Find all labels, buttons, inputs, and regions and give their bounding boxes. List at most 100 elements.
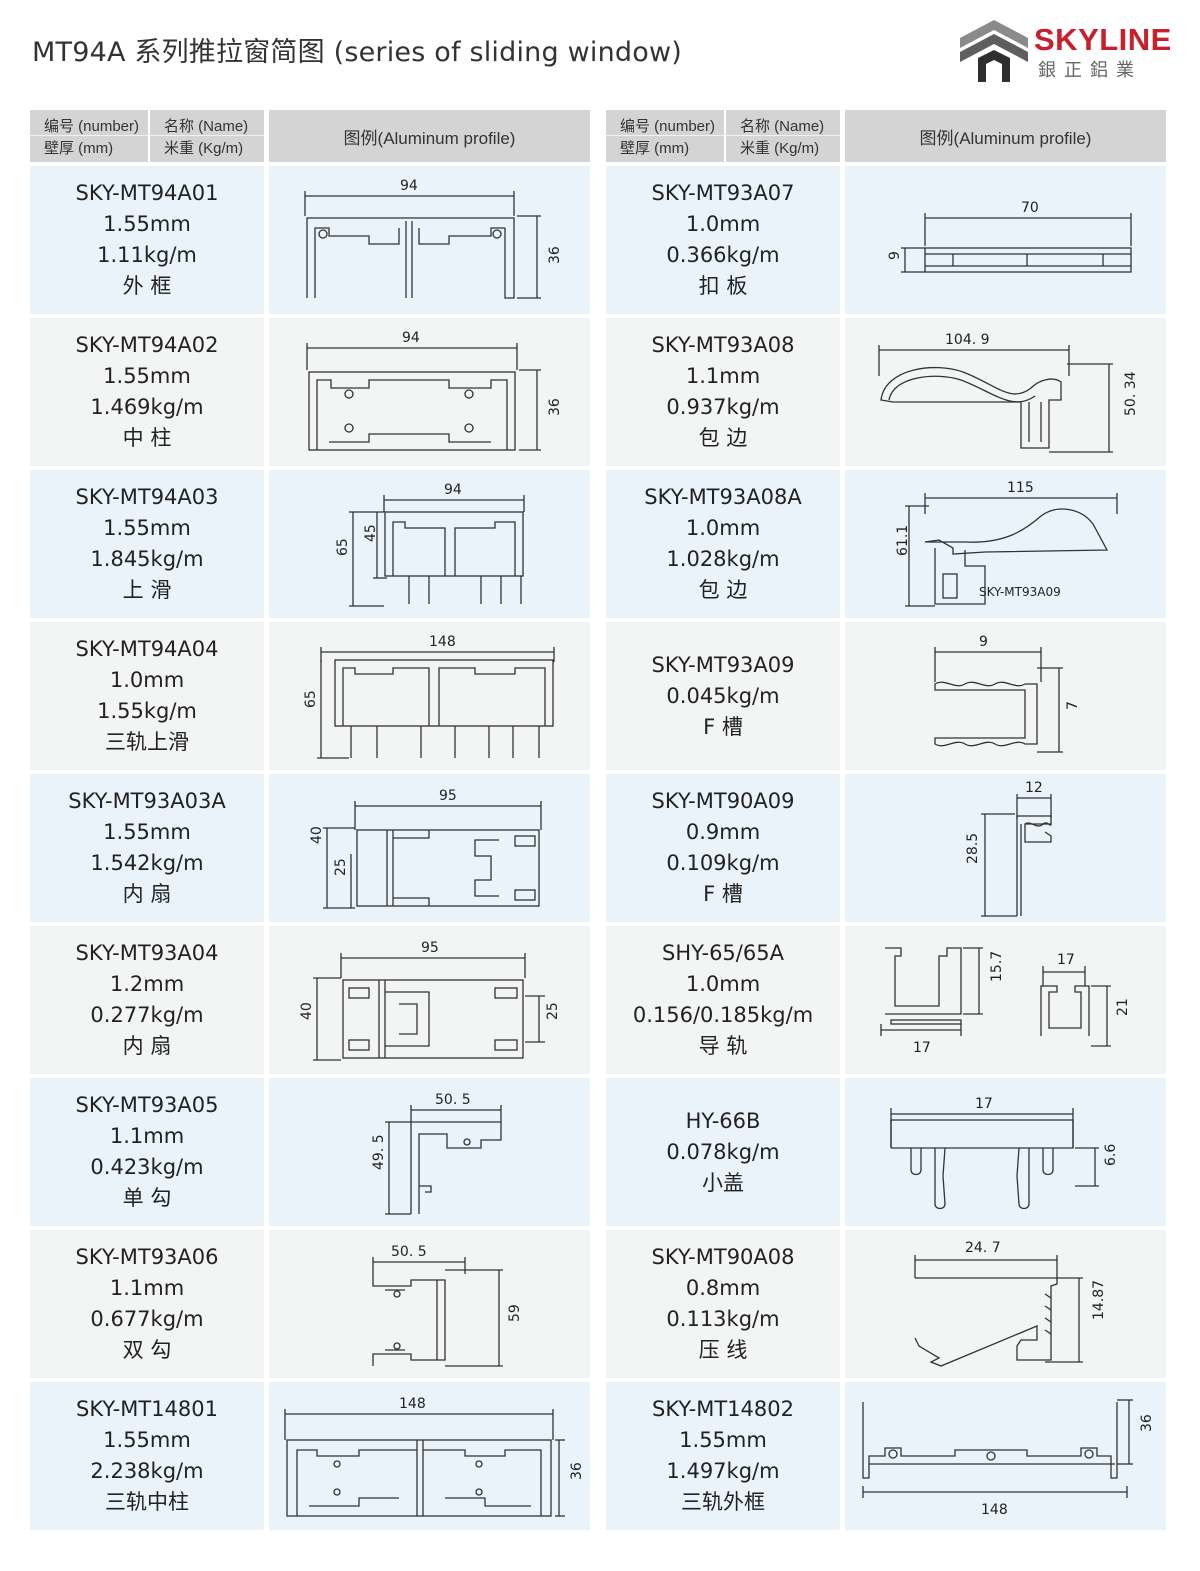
- dim-width: 95: [439, 788, 457, 804]
- dim-height: 65: [303, 690, 319, 708]
- table-row: SKY-MT93A04 1.2mm 0.277kg/m 内 扇 95 40 25: [30, 926, 590, 1074]
- product-wall: 1.0mm: [685, 212, 761, 236]
- product-info: SKY-MT94A02 1.55mm 1.469kg/m 中 柱: [30, 318, 264, 466]
- dim-width: 12: [1025, 780, 1043, 796]
- dim-width: 24. 7: [965, 1240, 1001, 1256]
- product-weight: 1.542kg/m: [90, 851, 204, 875]
- product-code: SKY-MT93A07: [651, 181, 795, 205]
- table-row: SKY-MT94A02 1.55mm 1.469kg/m 中 柱 94 36: [30, 318, 590, 466]
- profile-drawing: 70 9: [845, 166, 1166, 314]
- profile-drawing: 95 40 25: [269, 926, 590, 1074]
- product-wall: 1.1mm: [109, 1124, 185, 1148]
- product-wall: 0.9mm: [685, 820, 761, 844]
- profile-drawing: 95 40 25: [269, 774, 590, 922]
- product-info: SKY-MT14802 1.55mm 1.497kg/m 三轨外框: [606, 1382, 840, 1530]
- product-weight: 0.156/0.185kg/m: [632, 1003, 814, 1027]
- product-code: SKY-MT14802: [651, 1397, 795, 1421]
- table-row: SKY-MT90A09 0.9mm 0.109kg/m F 槽 12 28.5: [606, 774, 1166, 922]
- profile-drawing: 24. 7 14.87: [845, 1230, 1166, 1378]
- dim-total-height: 40: [299, 1002, 315, 1020]
- product-code: SKY-MT93A04: [75, 941, 219, 965]
- profile-drawing: 148 65: [269, 622, 590, 770]
- product-weight: 1.028kg/m: [666, 547, 780, 571]
- profile-drawing: 94 36: [269, 318, 590, 466]
- header-number: 编号 (number): [620, 118, 716, 135]
- product-code: SKY-MT94A02: [75, 333, 219, 357]
- dim-height: 49. 5: [371, 1134, 387, 1170]
- table-row: SKY-MT93A03A 1.55mm 1.542kg/m 内 扇 95 40 …: [30, 774, 590, 922]
- table-row: SKY-MT90A08 0.8mm 0.113kg/m 压 线 24. 7 14…: [606, 1230, 1166, 1378]
- product-name: 双 勾: [122, 1338, 172, 1362]
- product-wall: 1.1mm: [685, 364, 761, 388]
- header-weight: 米重 (Kg/m): [164, 140, 244, 157]
- dim-inner-height: 45: [363, 524, 379, 542]
- product-name: 扣 板: [698, 274, 748, 298]
- dim-width: 104. 9: [945, 332, 990, 348]
- product-name: 包 边: [698, 426, 748, 450]
- dim-left-height: 15.7: [989, 951, 1005, 982]
- product-weight: 1.469kg/m: [90, 395, 204, 419]
- product-name: 中 柱: [122, 426, 172, 450]
- table-row: SKY-MT93A08 1.1mm 0.937kg/m 包 边 104. 9 5…: [606, 318, 1166, 466]
- table-row: HY-66B 0.078kg/m 小盖 17 6.6: [606, 1078, 1166, 1226]
- header-number-wall: 编号 (number) 壁厚 (mm): [30, 110, 148, 162]
- product-name: F 槽: [703, 714, 743, 739]
- header-profile: 图例(Aluminum profile): [269, 110, 590, 162]
- table-row: SKY-MT93A06 1.1mm 0.677kg/m 双 勾 50. 5 59: [30, 1230, 590, 1378]
- profile-drawing: 50. 5 59: [269, 1230, 590, 1378]
- dim-width: 148: [399, 1396, 426, 1412]
- profile-drawing: 115 61.1 SKY-MT93A09: [845, 470, 1166, 618]
- product-name: 三轨上滑: [105, 730, 189, 754]
- product-weight: 0.277kg/m: [90, 1003, 204, 1027]
- table-row: SKY-MT93A09 0.045kg/m F 槽 9 7: [606, 622, 1166, 770]
- product-code: SKY-MT93A06: [75, 1245, 219, 1269]
- product-code: SKY-MT94A04: [75, 637, 219, 661]
- profile-drawing: 104. 9 50. 34: [845, 318, 1166, 466]
- table-row: SKY-MT94A01 1.55mm 1.11kg/m 外 框 94 36: [30, 166, 590, 314]
- logo-subtitle: 銀正鋁業: [1038, 60, 1142, 81]
- dim-width: 70: [1021, 200, 1039, 216]
- dim-height: 28.5: [965, 833, 981, 864]
- product-info: SKY-MT90A09 0.9mm 0.109kg/m F 槽: [606, 774, 840, 922]
- product-name: 包 边: [698, 578, 748, 602]
- product-code: SKY-MT90A09: [651, 789, 795, 813]
- table-row: SKY-MT93A08A 1.0mm 1.028kg/m 包 边 115 61.…: [606, 470, 1166, 618]
- profile-note: SKY-MT93A09: [979, 585, 1061, 599]
- product-info: SKY-MT90A08 0.8mm 0.113kg/m 压 线: [606, 1230, 840, 1378]
- product-info: SHY-65/65A 1.0mm 0.156/0.185kg/m 导 轨: [606, 926, 840, 1074]
- dim-height: 59: [507, 1304, 523, 1322]
- product-weight: 2.238kg/m: [90, 1459, 204, 1483]
- header-name: 名称 (Name): [740, 118, 825, 135]
- product-code: SHY-65/65A: [662, 941, 784, 965]
- dim-width: 94: [402, 330, 420, 346]
- page-title: MT94A 系列推拉窗简图 (series of sliding window): [32, 37, 682, 68]
- product-code: SKY-MT93A08A: [644, 485, 802, 509]
- product-weight: 0.423kg/m: [90, 1155, 204, 1179]
- product-code: SKY-MT93A03A: [68, 789, 226, 813]
- dim-inner-height: 25: [545, 1002, 561, 1020]
- dim-right-width: 17: [1057, 952, 1075, 968]
- logo-text: SKYLINE: [1034, 22, 1172, 57]
- product-weight: 0.366kg/m: [666, 243, 780, 267]
- profile-drawing: 94 36: [269, 166, 590, 314]
- header-wall: 壁厚 (mm): [620, 140, 690, 157]
- product-info: SKY-MT93A07 1.0mm 0.366kg/m 扣 板: [606, 166, 840, 314]
- table-header: 编号 (number) 壁厚 (mm) 名称 (Name) 米重 (Kg/m) …: [606, 110, 1166, 162]
- product-code: SKY-MT93A09: [651, 652, 795, 677]
- profile-drawing: 9 7: [845, 622, 1166, 770]
- dim-height: 50. 34: [1123, 371, 1139, 416]
- dim-height: 7: [1065, 701, 1081, 710]
- dim-width: 115: [1007, 480, 1034, 496]
- profile-drawing: 17 6.6: [845, 1078, 1166, 1226]
- profile-drawing: 148 36: [269, 1382, 590, 1530]
- table-row: SKY-MT14801 1.55mm 2.238kg/m 三轨中柱 148 36: [30, 1382, 590, 1530]
- header-name: 名称 (Name): [164, 118, 249, 135]
- dim-width: 9: [979, 634, 988, 650]
- product-wall: 1.55mm: [679, 1428, 767, 1452]
- logo-mark-icon: [960, 20, 1028, 82]
- product-code: HY-66B: [685, 1108, 761, 1133]
- dim-height: 36: [1139, 1414, 1155, 1432]
- product-wall: 1.0mm: [109, 668, 185, 692]
- dim-width: 94: [444, 482, 462, 498]
- product-info: SKY-MT94A03 1.55mm 1.845kg/m 上 滑: [30, 470, 264, 618]
